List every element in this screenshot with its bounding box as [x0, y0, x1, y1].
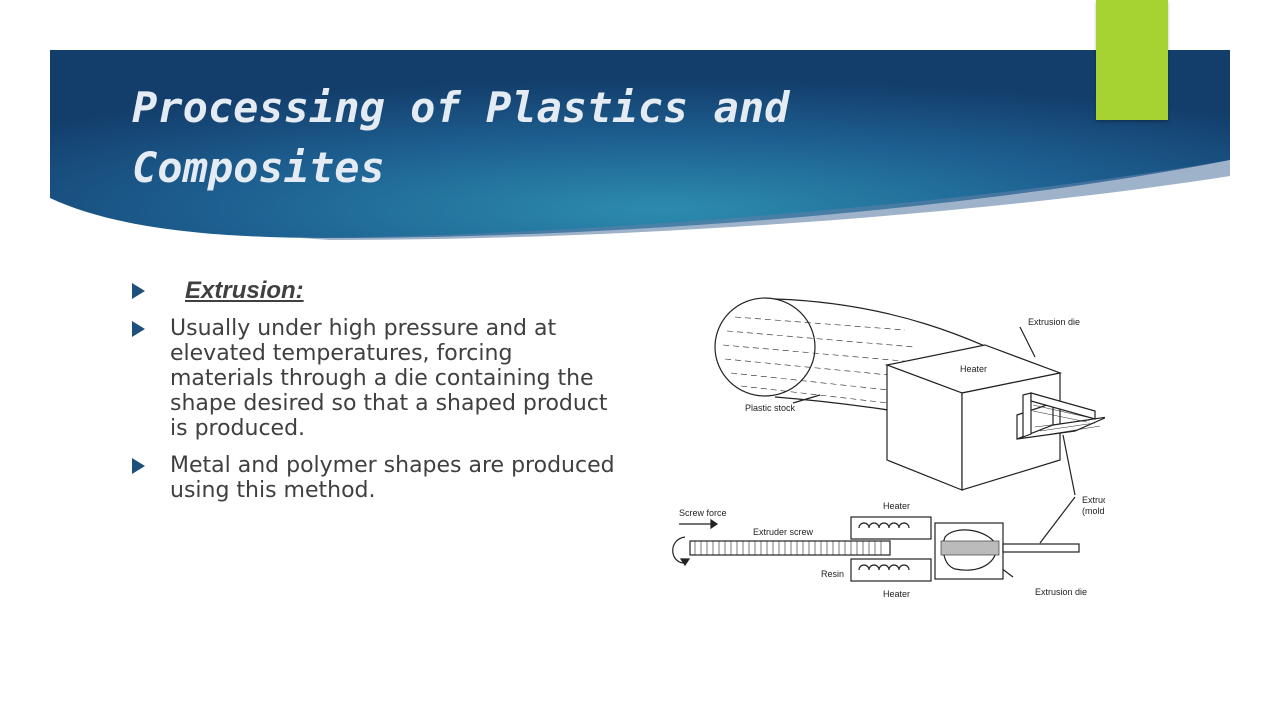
bullet-text: Usually under high pressure and at eleva… [170, 316, 608, 441]
extruder-barrel [689, 540, 891, 556]
bullet-item-heading: Extrusion: [132, 278, 622, 304]
bullet-arrow-icon [132, 283, 145, 299]
label-heater-top: Heater [883, 501, 910, 511]
heater-coils [850, 516, 932, 582]
label-molding: (molding) [1082, 506, 1105, 516]
bullet-arrow-icon [132, 321, 145, 337]
extruded-l-product [1016, 392, 1105, 440]
label-extruded-product: Extruded product [1082, 495, 1105, 505]
label-extrusion-die-bottom: Extrusion die [1035, 587, 1087, 597]
bullet-arrow-icon [132, 458, 145, 474]
label-resin: Resin [821, 569, 844, 579]
bullet-heading-text: Extrusion: [185, 277, 304, 304]
label-plastic-stock: Plastic stock [745, 403, 796, 413]
label-extrusion-die-top: Extrusion die [1028, 317, 1080, 327]
bullet-item: Metal and polymer shapes are produced us… [132, 453, 622, 503]
extrusion-diagram: Extrusion die Heater Plastic stock Extru… [672, 297, 1105, 599]
header-banner [50, 50, 1230, 240]
bullet-item: Usually under high pressure and at eleva… [132, 316, 622, 441]
accent-tab [1096, 0, 1168, 120]
extrusion-die [934, 522, 1004, 580]
slide-title: Processing of Plastics and Composites [132, 83, 790, 192]
label-heater-bottom: Heater [883, 589, 910, 599]
bullet-text: Metal and polymer shapes are produced us… [170, 453, 615, 503]
bullet-list: Extrusion: Usually under high pressure a… [132, 278, 622, 515]
label-screw-force: Screw force [679, 508, 727, 518]
label-heater-box: Heater [960, 364, 987, 374]
label-extruder-screw: Extruder screw [753, 527, 814, 537]
